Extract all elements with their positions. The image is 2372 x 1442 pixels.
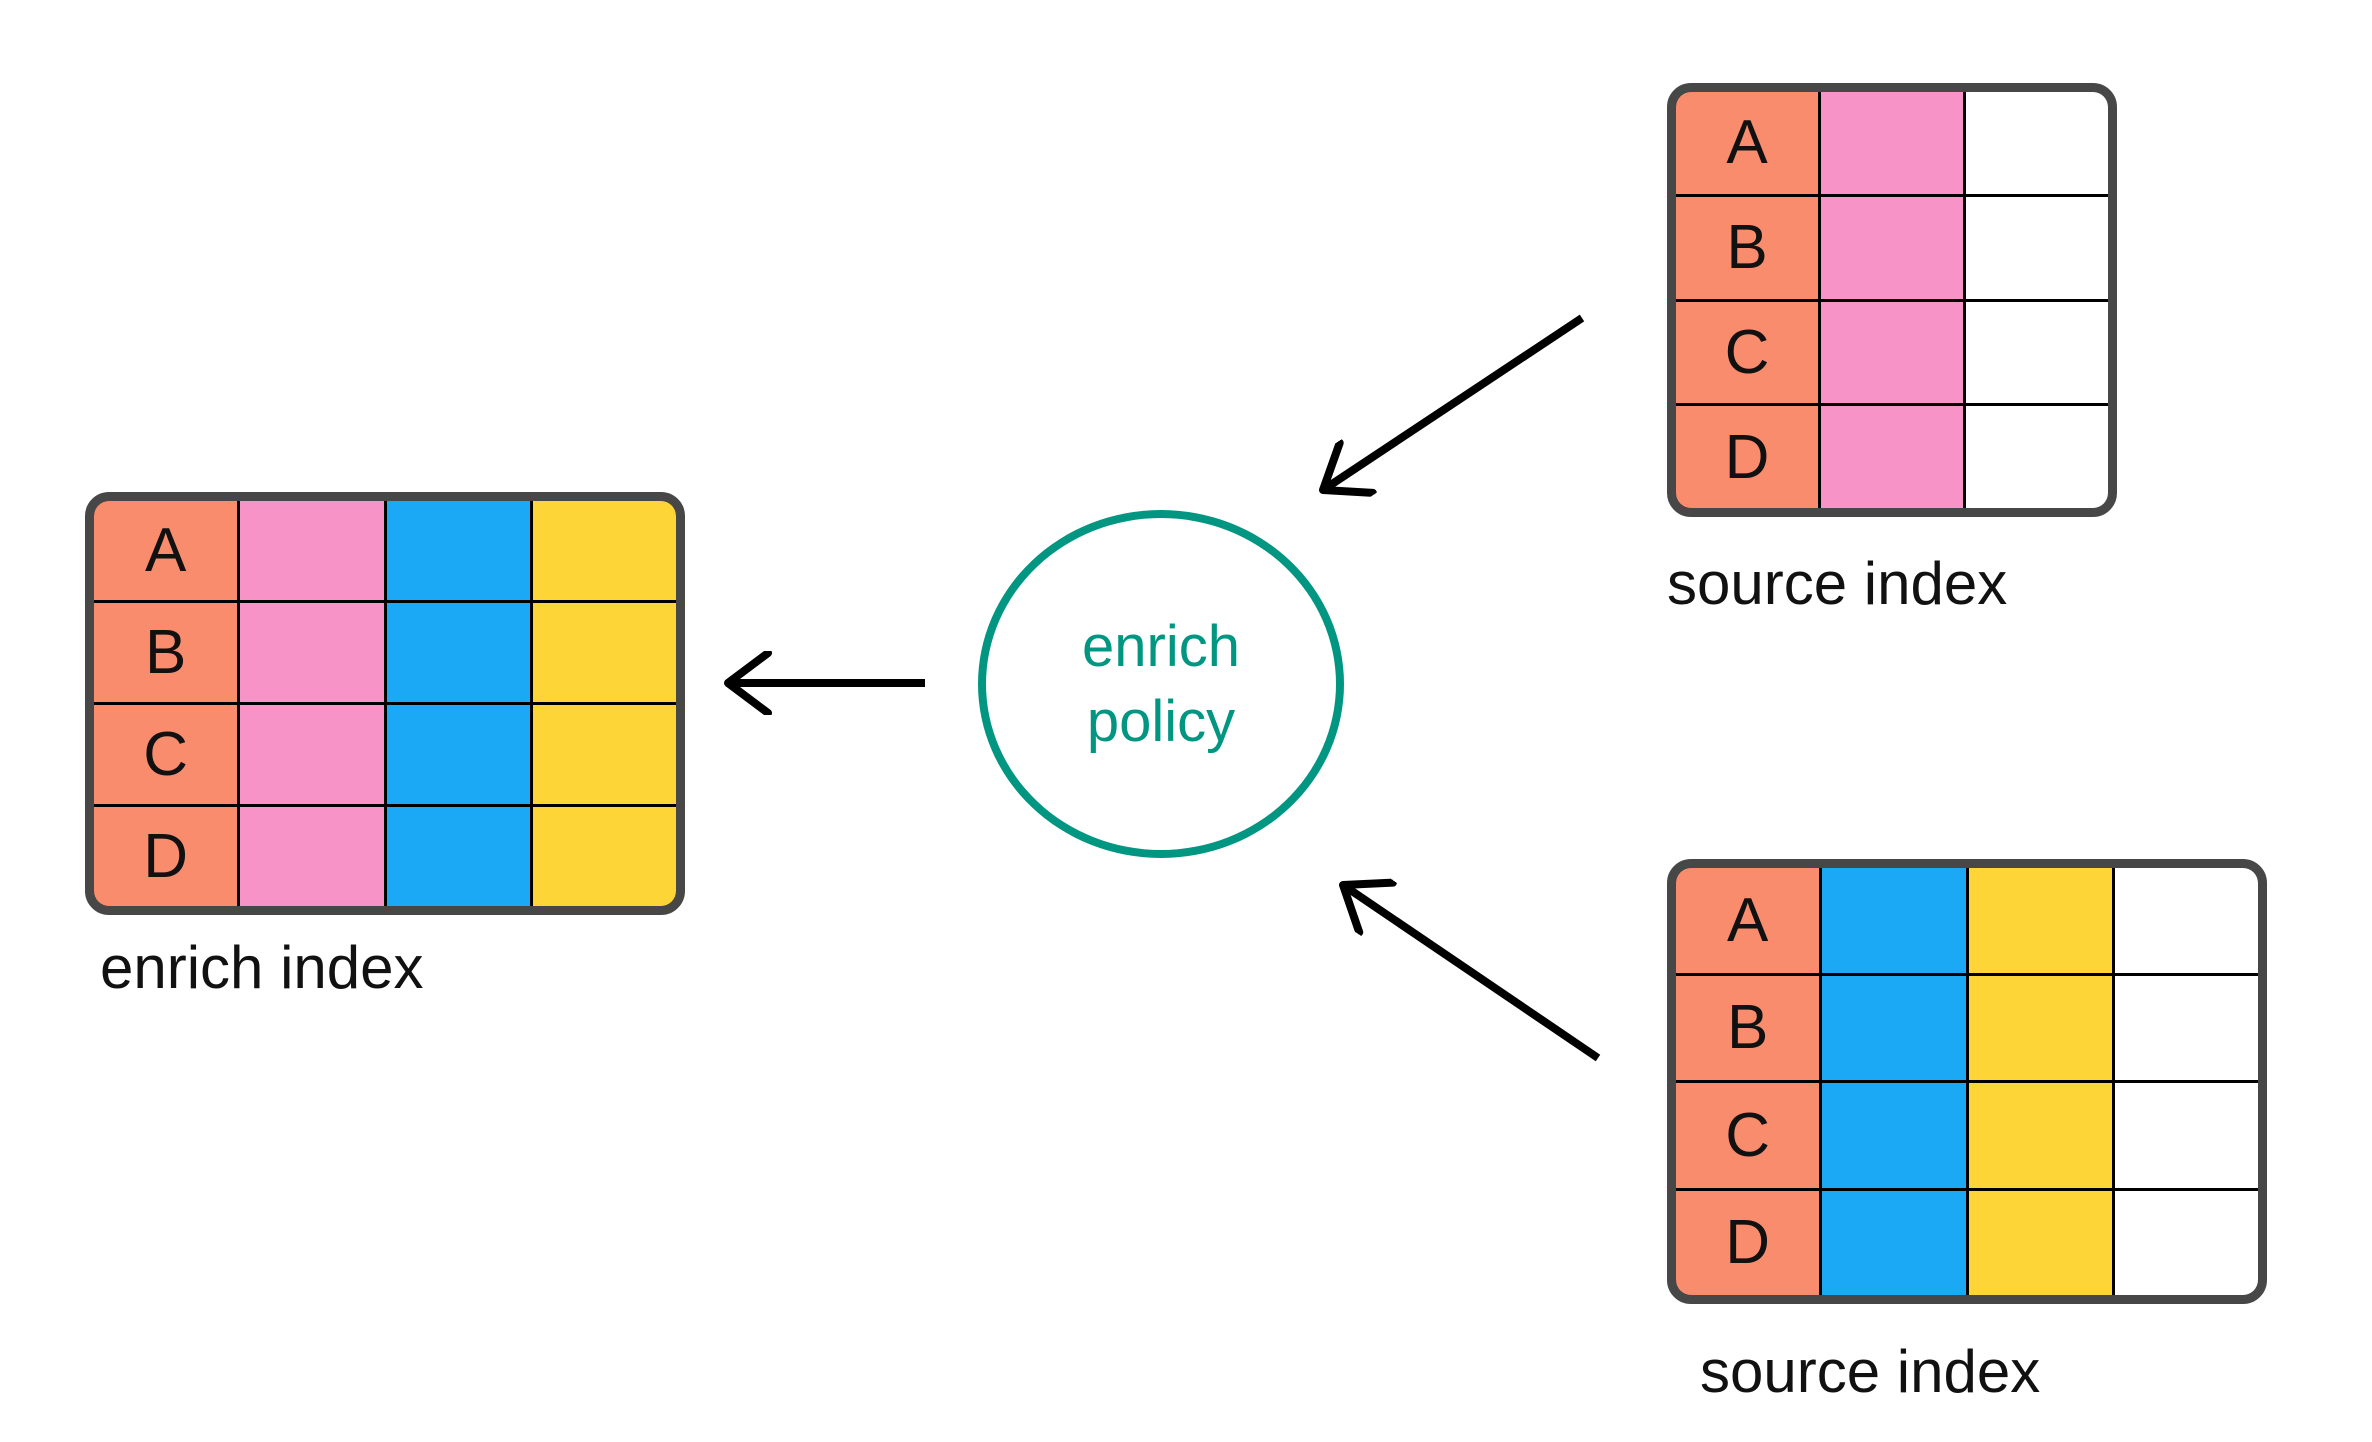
blue-cell [386,603,530,702]
row-label-cell: C [94,705,238,804]
blue-cell [1822,1190,1966,1295]
row-label-cell: C [1676,1083,1820,1188]
yellow-cell [532,807,676,906]
white-cell [2114,975,2258,1080]
row-label-cell: C [1676,301,1818,404]
source-index-top-label: source index [1667,550,2008,617]
pink-cell [240,501,384,600]
yellow-cell [532,603,676,702]
pink-cell [1821,406,1963,508]
enrich-policy-label: enrich policy [1082,609,1240,759]
enrich-policy-label-line1: enrich [1082,614,1240,679]
white-cell [2114,1083,2258,1188]
white-cell [1966,406,2108,508]
yellow-cell [532,501,676,600]
arrow-bottom-source-to-policy [1343,885,1601,1062]
blue-cell [1822,1083,1966,1188]
pink-cell [240,807,384,906]
white-cell [1966,196,2108,299]
white-cell [2114,868,2258,973]
enrich-index-label: enrich index [100,934,424,1001]
white-cell [1966,301,2108,404]
pink-cell [240,603,384,702]
pink-cell [240,705,384,804]
yellow-cell [1968,868,2112,973]
white-cell [2114,1190,2258,1295]
row-label-cell: B [1676,196,1818,299]
row-label-cell: B [94,603,238,702]
row-label-cell: A [1676,868,1820,973]
enrich-policy-label-line2: policy [1086,689,1236,754]
row-label-cell: B [1676,975,1820,1080]
row-label-cell: A [1676,92,1818,194]
row-label-cell: D [1676,1190,1820,1295]
blue-cell [1822,975,1966,1080]
pink-cell [1821,196,1963,299]
row-label-cell: D [1676,406,1818,508]
yellow-cell [1968,1190,2112,1295]
source-index-bottom-label: source index [1700,1338,2041,1405]
yellow-cell [1968,1083,2112,1188]
enrich-policy-circle: enrich policy [978,510,1344,858]
yellow-cell [532,705,676,804]
blue-cell [386,705,530,804]
arrow-top-source-to-policy [1323,314,1585,490]
yellow-cell [1968,975,2112,1080]
blue-cell [386,807,530,906]
row-label-cell: D [94,807,238,906]
white-cell [1966,92,2108,194]
pink-cell [1821,301,1963,404]
blue-cell [1822,868,1966,973]
blue-cell [386,501,530,600]
pink-cell [1821,92,1963,194]
row-label-cell: A [94,501,238,600]
